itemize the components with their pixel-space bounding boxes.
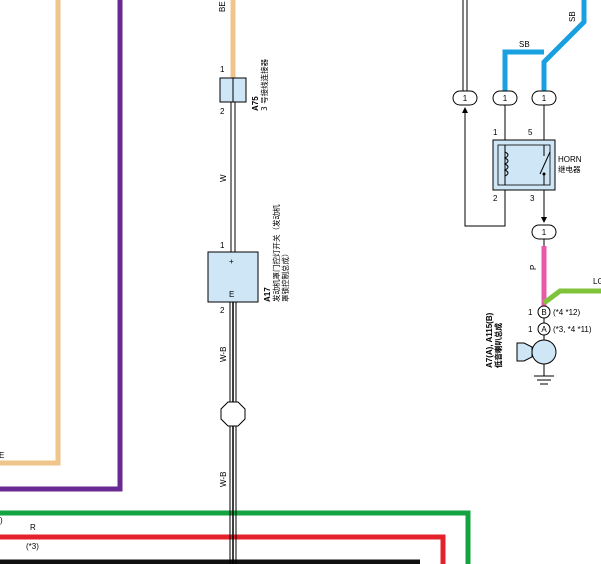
a17-pin-1: 1 [220,241,225,250]
top-connector-2: 1 [492,90,518,106]
a75-connector [219,77,247,103]
wire-label-bracket-left: ) [0,516,3,525]
svg-text:B: B [541,308,546,317]
a17-pin-2: 2 [220,306,225,315]
a17-plus: + [229,257,234,266]
wire-label-wb-lower: W-B [219,472,228,487]
wire-label-lg: LG [593,277,601,286]
splice-octagon [220,401,246,427]
wire-label-r: R [30,523,36,532]
wire-label-sb-top: SB [568,11,577,22]
relay-pin-1: 1 [493,128,498,137]
horn-pin-b-num: 1 [528,308,533,317]
wire-label-wb-upper: W-B [219,347,228,362]
horn-pin-a: A [537,322,551,336]
relay-pin-3: 3 [530,194,535,203]
red-wire-bottom [0,534,446,564]
wb-wire [229,302,237,564]
lg-wire [542,288,601,305]
horn-code: A7(A), A115(B) [485,312,494,368]
svg-text:1: 1 [542,94,547,103]
wire-note-3: (*3) [26,542,39,551]
horn-relay [492,139,556,191]
relay-name: 继电器 [558,164,581,174]
svg-text:1: 1 [503,94,508,103]
svg-text:1: 1 [463,94,468,103]
horn-pin-a-note: (*3, *4 *11) [553,325,592,334]
green-wire-bottom [0,510,471,564]
a17-code: A17 [263,287,272,302]
wire-label-be: BE [218,1,227,12]
ground-icon [534,364,554,385]
purple-wire-left [0,0,123,492]
wire-label-p: P [529,265,538,270]
horn-pin-b-note: (*4 *12) [553,308,580,317]
a17-e: E [229,290,234,299]
relay-pin-2: 2 [493,194,498,203]
be-wire-left [0,0,61,466]
svg-text:1: 1 [542,228,547,237]
sb-wire-top [541,0,587,91]
top-connector-3: 1 [531,90,557,106]
a17-name-line1: 发动机罩门控灯开关（发动机 [271,204,281,302]
w-wire [230,102,236,252]
relay-return-wire [462,107,506,227]
a75-pin-1: 1 [220,65,225,74]
a75-name: 3 号接线连接器 [259,58,269,111]
wire-label-sb-branch: SB [519,40,530,49]
a17-name-line2: 罩锁控制总成） [280,250,290,303]
a75-pin-2: 2 [220,107,225,116]
a75-code: A75 [251,96,260,111]
svg-text:A: A [541,325,547,334]
top-feed-wire [462,0,468,91]
relay-out-connector: 1 [531,224,557,240]
sb-wire-branch [502,49,544,91]
horn-pin-b: B [537,305,551,319]
top-connector-1: 1 [452,90,478,106]
horn-icon [516,339,557,365]
horn-name: 低音喇叭总成 [493,323,503,369]
wire-label-e-left: E [0,451,4,460]
relay-code: HORN [558,155,582,164]
wire-label-w: W [219,174,228,182]
horn-pin-a-num: 1 [528,325,533,334]
relay-pin-5: 5 [528,128,533,137]
